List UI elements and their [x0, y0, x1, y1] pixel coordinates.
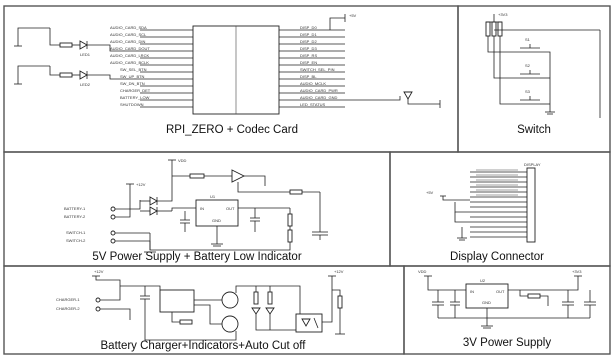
ic-pin: OUT — [496, 289, 505, 294]
terminal-label: BATTERY-2 — [64, 214, 86, 219]
net-label: DISP_EN — [300, 60, 317, 65]
psu5v-schematic: VDD +12V BATTERY-1 BATTERY-2 SWITCH-1 SW… — [64, 158, 328, 253]
net-label: AUDIO_CARD_SDA — [110, 25, 147, 30]
net-label: SW_UP_BTN — [120, 74, 145, 79]
supply-label: +3V3 — [572, 269, 582, 274]
panel-caption-display: Display Connector — [450, 251, 544, 263]
part-label: S3 — [525, 89, 531, 94]
terminal-label: CHARGER-2 — [56, 306, 80, 311]
terminal-label: SWITCH-2 — [66, 238, 86, 243]
net-label: SHUTDOWN — [120, 102, 144, 107]
supply-label: +3V3 — [498, 12, 508, 17]
net-label: DISP_RS — [300, 53, 317, 58]
net-label: DISP_D0 — [300, 25, 317, 30]
display-header — [526, 167, 536, 243]
ic-pin: GND — [212, 218, 221, 223]
net-label: AUDIO_CARD_PWR — [300, 88, 338, 93]
net-label: DISP_BL — [300, 74, 317, 79]
net-label: AUDIO_CARD_DOUT — [110, 46, 150, 51]
panel-caption-psu3v: 3V Power Supply — [463, 337, 551, 349]
net-label: DISP_D1 — [300, 32, 317, 37]
net-label: LED_STATUS — [300, 102, 326, 107]
net-label: AUDIO_CARD_BCLK — [110, 60, 149, 65]
panel-frame-display — [389, 151, 611, 267]
psu3v-schematic: VDD +3V3 IN OUT GND U2 — [418, 269, 596, 329]
connector-label: DISPLAY — [524, 162, 541, 167]
panel-caption-charger: Battery Charger+Indicators+Auto Cut off — [101, 340, 307, 352]
supply-label: VDD — [178, 158, 187, 163]
ic-name: U2 — [480, 278, 486, 283]
supply-label: +5V — [349, 13, 357, 18]
supply-label: +12V — [136, 182, 146, 187]
charger-schematic: +12V +12V CHARGER-1 CHARGER-2 — [56, 269, 345, 341]
net-label: DISP_D2 — [300, 39, 317, 44]
led-string: LED2 — [14, 65, 140, 87]
net-label: AUDIO_CARD_LRCK — [110, 53, 149, 58]
ic-pin: IN — [200, 206, 204, 211]
regulator-ic — [195, 199, 239, 227]
panel-caption-psu5v: 5V Power Supply + Battery Low Indicator — [92, 251, 302, 263]
panel-caption-switch: Switch — [517, 124, 551, 136]
supply-label: +12V — [94, 269, 104, 274]
supply-label: +12V — [334, 269, 344, 274]
led-string: LED1 — [14, 27, 140, 57]
ic-name: U1 — [210, 194, 216, 199]
part-label: S1 — [525, 37, 531, 42]
net-label: SW_SEL_BTN — [120, 67, 147, 72]
opto-relay — [295, 313, 323, 333]
net-label: AUDIO_MCLK — [300, 81, 326, 86]
terminal-label: CHARGER-1 — [56, 297, 80, 302]
terminal-label: SWITCH-1 — [66, 230, 86, 235]
net-label: AUDIO_CARD_DIN — [110, 39, 145, 44]
panel-caption-rpi: RPI_ZERO + Codec Card — [166, 124, 298, 136]
supply-label: +5V — [426, 190, 434, 195]
panel-frame-psu3v — [403, 265, 611, 355]
net-label: DISP_D3 — [300, 46, 317, 51]
terminal-label: BATTERY-1 — [64, 206, 86, 211]
ic-pin: OUT — [226, 206, 235, 211]
switch-schematic: +3V3 S1 S2 S3 — [485, 12, 601, 118]
supply-label: VDD — [418, 269, 427, 274]
part-label: LED2 — [80, 82, 91, 87]
part-label: S2 — [525, 63, 531, 68]
net-label: AUDIO_CARD_GND — [300, 95, 337, 100]
display-schematic: DISPLAY +5V — [426, 162, 541, 243]
net-label: AUDIO_CARD_SCL — [110, 32, 147, 37]
ic-pin: GND — [482, 300, 491, 305]
rpi-schematic: AUDIO_CARD_SDA AUDIO_CARD_SCL AUDIO_CARD… — [14, 13, 441, 115]
net-label: BATTERY_LOW — [120, 95, 150, 100]
ic-pin: IN — [470, 289, 474, 294]
net-label: CHARGER_DET — [120, 88, 151, 93]
net-label: SWITCH_SEL_PIN — [300, 67, 335, 72]
charger-ic — [159, 289, 195, 313]
part-label: LED1 — [80, 52, 91, 57]
net-label: SW_DN_BTN — [120, 81, 145, 86]
